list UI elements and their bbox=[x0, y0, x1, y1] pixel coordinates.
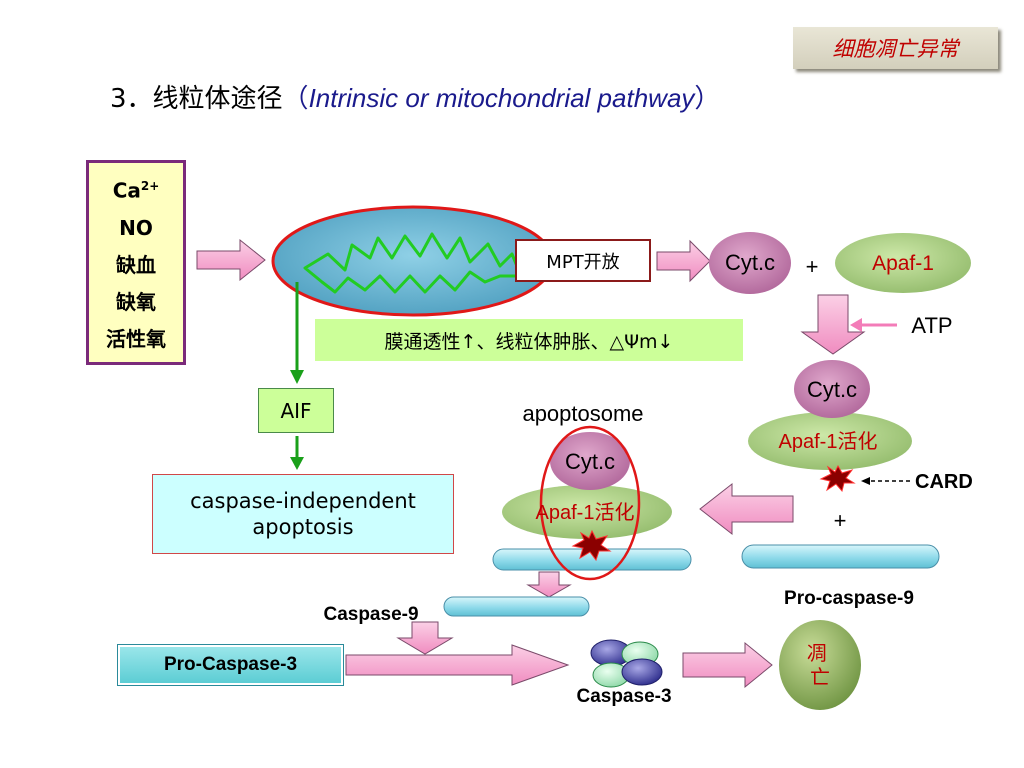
cytc-free-label: Cyt.c bbox=[725, 250, 775, 275]
plus-sign-top: + bbox=[806, 254, 819, 279]
apoptosis-label-line2: 亡 bbox=[810, 665, 830, 689]
trigger-ros: 活性氧 bbox=[106, 327, 166, 352]
arrow-procaspase3-to-caspase3 bbox=[345, 644, 570, 686]
trigger-calcium: Ca2+ bbox=[113, 173, 160, 204]
trigger-ischemia: 缺血 bbox=[116, 252, 156, 277]
apoptosis-label: 凋 亡 bbox=[807, 641, 833, 689]
apaf1-apoptosome-label: Apaf-1活化 bbox=[536, 501, 635, 524]
caspase3-label: Caspase-3 bbox=[576, 686, 671, 707]
apoptosome-label: apoptosome bbox=[522, 401, 643, 426]
card-domain-star bbox=[819, 464, 856, 493]
trigger-hypoxia: 缺氧 bbox=[116, 290, 156, 315]
trigger-no: NO bbox=[119, 215, 153, 240]
arrow-caspase9-down bbox=[396, 621, 454, 655]
caspase3-subunit bbox=[621, 658, 663, 686]
apaf1-apoptosome-node bbox=[502, 485, 672, 539]
apoptosome-highlight-ring bbox=[539, 425, 641, 581]
card-pointer-head bbox=[861, 477, 870, 485]
title-paren-open: （ bbox=[282, 84, 309, 114]
arrow-aif-to-independent-head bbox=[290, 457, 304, 470]
section-tag: 细胞凋亡异常 bbox=[793, 27, 998, 69]
aif-box: AIF bbox=[258, 388, 334, 433]
arrow-mpt-to-cytc bbox=[656, 239, 711, 283]
trigger-calcium-text: Ca bbox=[112, 178, 141, 203]
cytc-complex-node bbox=[794, 360, 870, 418]
title-english: Intrinsic or mitochondrial pathway bbox=[308, 83, 695, 113]
apaf1-active-node bbox=[748, 412, 912, 470]
cytc-complex-label: Cyt.c bbox=[807, 377, 857, 402]
membrane-effects-box: 膜通透性↑、线粒体肿胀、△Ψm↓ bbox=[315, 319, 743, 361]
card-label: CARD bbox=[915, 471, 973, 493]
arrow-mito-to-aif-head bbox=[290, 370, 304, 384]
procaspase9-tube-right bbox=[741, 544, 940, 569]
apaf1-label: Apaf-1 bbox=[872, 252, 934, 275]
arrow-to-apoptosis bbox=[682, 641, 773, 689]
caspase9-label: Caspase-9 bbox=[323, 604, 418, 625]
apoptosis-label-line1: 凋 bbox=[807, 641, 827, 665]
page-title: 3．线粒体途径（Intrinsic or mitochondrial pathw… bbox=[110, 78, 720, 115]
procaspase3-box: Pro-Caspase-3 bbox=[117, 644, 344, 686]
apoptosome-card-star bbox=[571, 529, 612, 562]
apaf1-node bbox=[835, 233, 971, 293]
cytc-apoptosome-label: Cyt.c bbox=[565, 449, 615, 474]
arrow-to-apoptosome bbox=[699, 482, 794, 536]
mitochondrial-crista bbox=[303, 232, 523, 294]
atp-label: ATP bbox=[911, 313, 952, 338]
arrow-triggers-to-mito bbox=[196, 238, 266, 282]
title-prefix: 3．线粒体途径 bbox=[110, 84, 283, 114]
caspase-independent-box: caspase-independent apoptosis bbox=[152, 474, 454, 554]
cytc-free-node bbox=[709, 232, 791, 294]
arrow-down-to-complex bbox=[800, 294, 866, 355]
apoptosis-node bbox=[779, 620, 861, 710]
mpt-open-box: MPT开放 bbox=[515, 239, 651, 282]
title-paren-close: ） bbox=[694, 84, 721, 114]
trigger-calcium-charge: 2+ bbox=[140, 178, 160, 193]
arrow-atp-head bbox=[850, 318, 862, 332]
trigger-factors-box: Ca2+ NO 缺血 缺氧 活性氧 bbox=[86, 160, 186, 365]
procaspase9-label: Pro-caspase-9 bbox=[784, 588, 914, 609]
apaf1-active-label: Apaf-1活化 bbox=[779, 430, 878, 453]
caspase9-tube bbox=[443, 596, 590, 617]
arrow-to-caspase9 bbox=[526, 571, 572, 598]
plus-sign-middle: + bbox=[834, 508, 847, 533]
cytc-apoptosome-node bbox=[550, 432, 630, 490]
